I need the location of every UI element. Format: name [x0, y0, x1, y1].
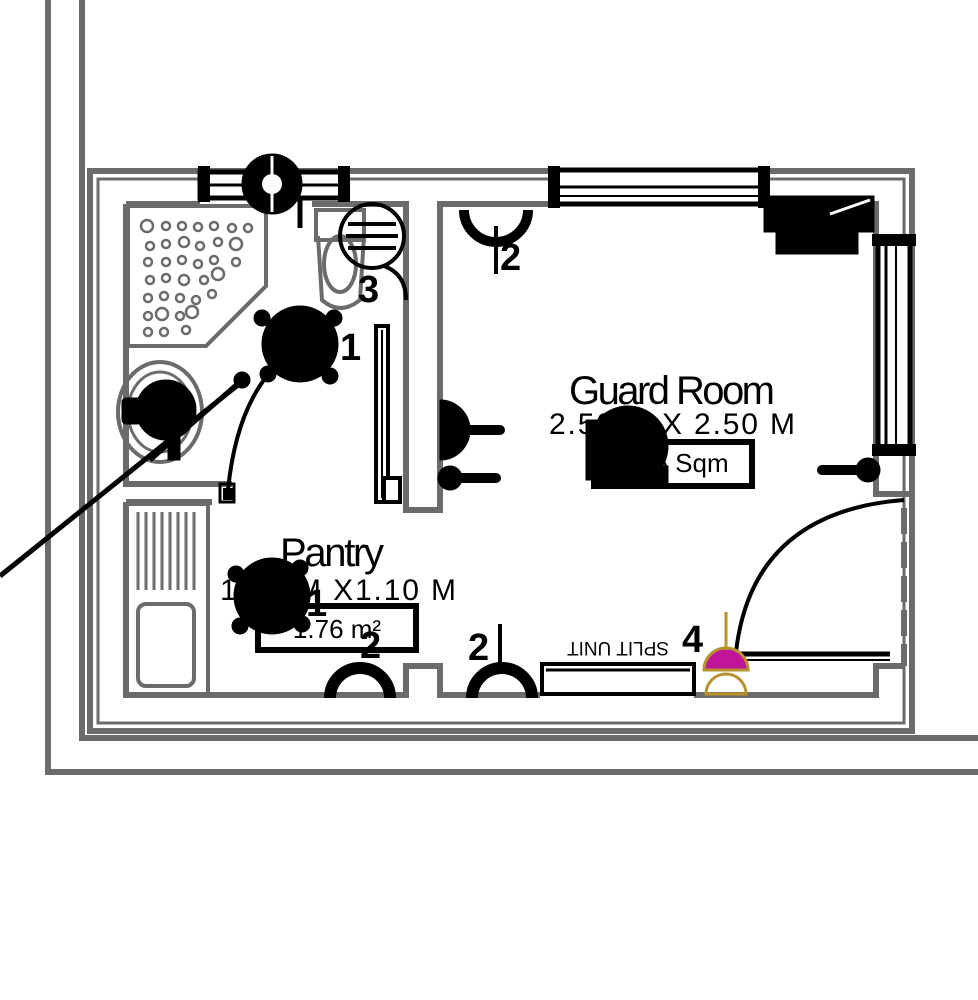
exhaust-fan-icon: [241, 153, 303, 228]
window-top-guard: [548, 166, 770, 208]
mirror-light-icon: [338, 202, 408, 301]
tag-1-toilet: 1: [340, 327, 361, 369]
circuit-tags: 1 1 2 2 2 3 4: [306, 237, 703, 669]
split-unit-label: SPLIT UNIT: [567, 637, 669, 658]
tag-4: 4: [682, 619, 703, 661]
light-fixture-icon-basin: [121, 379, 197, 461]
guard-room-area-box: [591, 439, 755, 489]
pantry-sink: [124, 502, 210, 696]
pantry-area: 1.76 m²: [293, 614, 381, 644]
wall-light-icon-bottom-left: [324, 662, 396, 699]
door-bell-icon: [702, 612, 750, 696]
shower-tray: [126, 204, 268, 348]
site-boundary: [45, 0, 978, 775]
wall-light-icon-top: [459, 209, 533, 274]
pantry-area-box: [255, 603, 419, 653]
guard-room-area: 6.25 Sqm: [617, 448, 728, 478]
window-right-guard: [872, 234, 916, 456]
tag-3: 3: [358, 269, 379, 311]
tag-2-top: 2: [500, 237, 521, 279]
split-unit: SPLIT UNIT: [540, 637, 696, 696]
pantry-dimension: 1.60 M X1.10 M: [220, 574, 456, 607]
electrical-symbols: [0, 153, 881, 699]
ceiling-light-icon-pantry: [227, 557, 311, 635]
ceiling-light-icon-toilet: [253, 305, 343, 385]
pantry-name: Pantry: [280, 531, 384, 575]
ac-indoor-unit-icon: [763, 195, 875, 255]
wall-light-icon-bottom-mid: [466, 624, 538, 699]
ceiling-light-icon-guard: [585, 405, 669, 487]
main-door: [734, 498, 907, 666]
tag-2-pantry: 2: [360, 625, 381, 667]
window-ventilator: [374, 324, 402, 504]
guard-room-label: Guard Room 2.50 M X 2.50 M 6.25 Sqm: [549, 369, 795, 489]
switch-icon-left: [437, 465, 501, 491]
guard-room-dimension: 2.50 M X 2.50 M: [549, 408, 795, 441]
guard-room-name: Guard Room: [569, 369, 775, 413]
switch-icon-right: [817, 457, 881, 483]
pantry-label: Pantry 1.60 M X1.10 M 1.76 m²: [220, 531, 456, 653]
tag-2-bottom: 2: [468, 627, 489, 669]
wall-light-icon-left: [439, 399, 505, 461]
